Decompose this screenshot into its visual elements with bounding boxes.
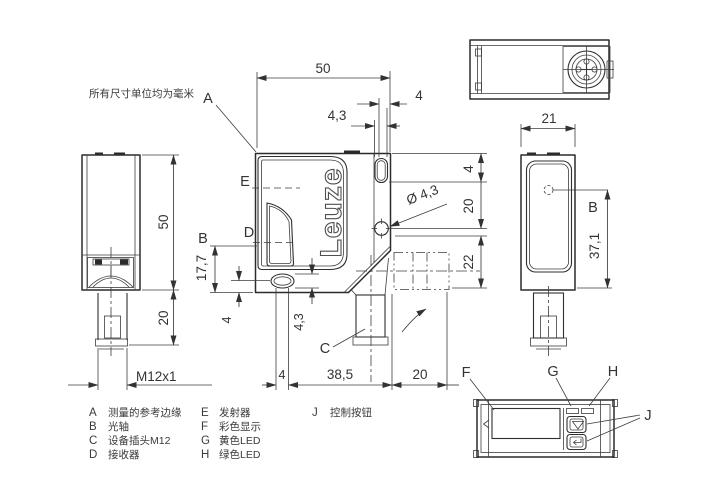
dim-base-left: 4: [279, 368, 286, 382]
front-view-connector: [351, 255, 389, 382]
legend-text: 接收器: [108, 448, 140, 461]
down-button: [566, 415, 587, 434]
dim-base-mid: 38,5: [327, 367, 353, 382]
legend-key: A: [89, 407, 97, 419]
optical-axis-mark: [543, 185, 554, 195]
dim-right-top: 4: [461, 165, 476, 173]
enter-icon: [572, 438, 582, 446]
legend-text: 光轴: [108, 420, 129, 433]
label-green-led: H: [608, 364, 618, 380]
top-view: [469, 39, 614, 100]
units-note: 所有尺寸单位均为毫米: [89, 87, 194, 100]
legend-key: B: [89, 421, 97, 433]
label-transmitter: E: [240, 174, 250, 190]
dim-slot-offset: 4: [220, 316, 234, 323]
legend-key: D: [89, 449, 97, 461]
dim-top-view-width: 21: [541, 111, 556, 126]
label-reference-edge: A: [203, 91, 213, 107]
mounting-slot-top: [374, 157, 389, 184]
legend-key: C: [89, 435, 97, 447]
dim-left-connector: 20: [156, 310, 171, 325]
color-display: [491, 407, 561, 440]
front-view: Leuze E D B A 17,7 4: [194, 61, 487, 390]
dim-slot-height: 4,3: [292, 313, 306, 330]
legend-text: 测量的参考边缘: [108, 406, 182, 419]
green-led: [581, 408, 594, 414]
label-device-plug: C: [320, 341, 330, 357]
legend-text: 发射器: [219, 406, 251, 419]
legend-key: H: [201, 449, 209, 461]
dim-axis-height: 17,7: [194, 255, 209, 281]
legend-key: J: [312, 407, 318, 419]
legend: A 测量的参考边缘 B 光轴 C 设备插头M12 D 接收器 E 发射器 F 彩…: [89, 406, 372, 461]
dim-top-slot-width: 4,3: [328, 108, 347, 123]
front-view-body: [254, 152, 392, 294]
front-view-connector-rotated: [356, 252, 480, 333]
label-optical-axis-side: B: [588, 200, 598, 216]
legend-text: 黄色LED: [219, 434, 261, 447]
dim-base-right: 20: [412, 367, 427, 382]
top-view-m12-connector: [563, 46, 614, 93]
mounting-slot-bottom: [270, 273, 295, 289]
left-view-m12-connector: [95, 293, 128, 350]
panel-view: F G H J: [462, 364, 652, 458]
panel-body: [476, 399, 615, 458]
label-optical-axis-front: B: [198, 231, 208, 247]
label-receiver: D: [244, 225, 254, 241]
legend-text: 彩色显示: [219, 420, 261, 433]
legend-key: E: [201, 407, 209, 419]
right-view-m12-connector: [530, 286, 567, 356]
legend-key: G: [201, 435, 210, 447]
right-view-window: [525, 160, 573, 273]
dim-right-mid: 20: [461, 198, 476, 213]
right-side-view: 21 B 37,1: [520, 111, 612, 356]
label-buttons: J: [644, 408, 651, 424]
left-side-view: 50 20 M12x1: [68, 152, 212, 390]
dim-thread: M12x1: [136, 369, 177, 384]
display-pointer-icon: [482, 419, 490, 429]
rotation-arrow: [401, 308, 427, 333]
label-display: F: [462, 365, 471, 381]
legend-key: F: [201, 421, 208, 433]
brand-logo: Leuze: [315, 167, 348, 257]
legend-text: 绿色LED: [219, 448, 261, 461]
dim-front-width: 50: [315, 61, 330, 76]
legend-text: 控制按钮: [330, 406, 372, 419]
down-triangle-icon: [571, 421, 585, 430]
dim-top-offset: 4: [415, 88, 423, 103]
receiver-window: [266, 202, 295, 267]
dim-left-height: 50: [156, 214, 171, 229]
dim-hole-diameter: Ø 4,3: [404, 182, 440, 208]
enter-button: [566, 433, 587, 451]
dim-side-axis-height: 37,1: [587, 233, 602, 259]
dim-right-bottom: 22: [461, 254, 476, 269]
yellow-led: [566, 408, 579, 414]
legend-text: 设备插头M12: [108, 434, 171, 447]
label-yellow-led: G: [547, 364, 558, 380]
